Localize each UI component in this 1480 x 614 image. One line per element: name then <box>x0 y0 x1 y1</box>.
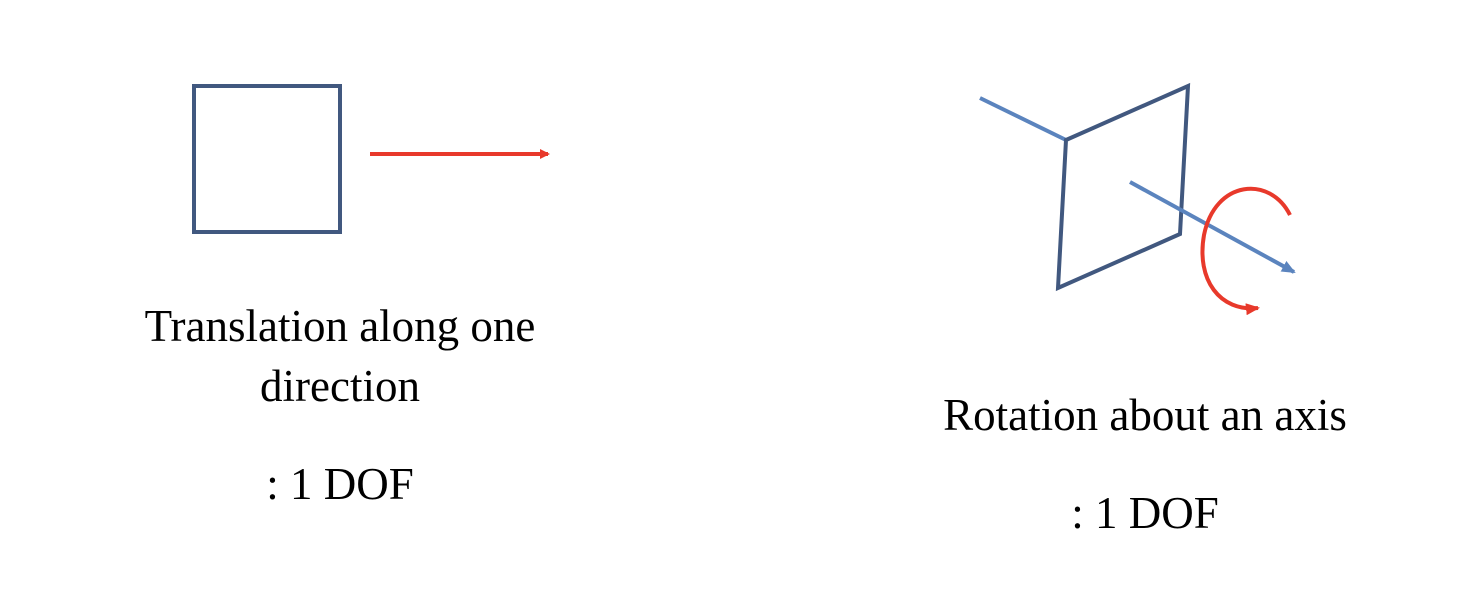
rotation-axis-back-segment <box>979 96 1067 142</box>
translation-caption-line-1: Translation along one <box>144 301 536 351</box>
translation-dof-label: : 1 DOF <box>266 459 414 509</box>
rotation-plane <box>1055 82 1191 292</box>
rotation-caption: Rotation about an axis <box>943 390 1347 440</box>
translation-caption-line-2: direction <box>260 361 420 411</box>
rotation-axis-front-segment <box>1129 180 1296 274</box>
translation-square <box>192 84 342 234</box>
rotation-dof-label: : 1 DOF <box>1071 488 1219 538</box>
rotation-arrow <box>1200 186 1292 316</box>
translation-caption: Translation along one direction <box>90 296 590 416</box>
